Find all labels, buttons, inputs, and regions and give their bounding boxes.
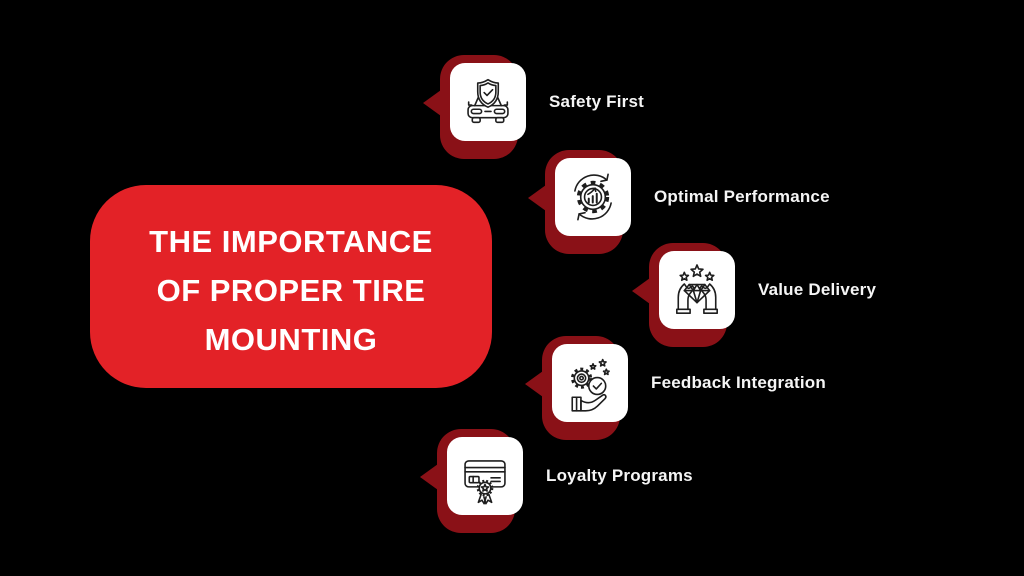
bubble-tail bbox=[525, 371, 543, 397]
hand-gear-check-icon bbox=[561, 354, 619, 412]
step-item-safety-first: Safety First bbox=[423, 55, 644, 159]
step-item-value-delivery: Value Delivery bbox=[632, 243, 876, 347]
icon-card bbox=[552, 344, 628, 422]
car-shield-icon bbox=[459, 73, 517, 131]
bubble-tail bbox=[632, 278, 650, 304]
title-line-1: THE IMPORTANCE bbox=[149, 224, 433, 259]
step-label: Safety First bbox=[549, 92, 644, 111]
hands-diamond-stars-icon bbox=[668, 261, 726, 319]
icon-card bbox=[659, 251, 735, 329]
step-item-loyalty-programs: Loyalty Programs bbox=[420, 429, 693, 533]
title-line-3: MOUNTING bbox=[204, 322, 378, 357]
bubble-tail bbox=[423, 90, 441, 116]
gear-growth-cycle-icon bbox=[564, 168, 622, 226]
title-line-2: OF PROPER TIRE bbox=[156, 273, 426, 308]
title-box: THE IMPORTANCE OF PROPER TIRE MOUNTING bbox=[90, 185, 492, 388]
bubble-tail bbox=[528, 185, 546, 211]
loyalty-card-badge-icon bbox=[456, 447, 514, 505]
icon-card bbox=[447, 437, 523, 515]
step-label: Feedback Integration bbox=[651, 373, 826, 392]
step-item-feedback-integration: Feedback Integration bbox=[525, 336, 826, 440]
step-label: Optimal Performance bbox=[654, 187, 830, 206]
step-label: Value Delivery bbox=[758, 280, 877, 299]
icon-card bbox=[555, 158, 631, 236]
icon-card bbox=[450, 63, 526, 141]
bubble-tail bbox=[420, 464, 438, 490]
step-label: Loyalty Programs bbox=[546, 466, 693, 485]
step-item-optimal-performance: Optimal Performance bbox=[528, 150, 830, 254]
